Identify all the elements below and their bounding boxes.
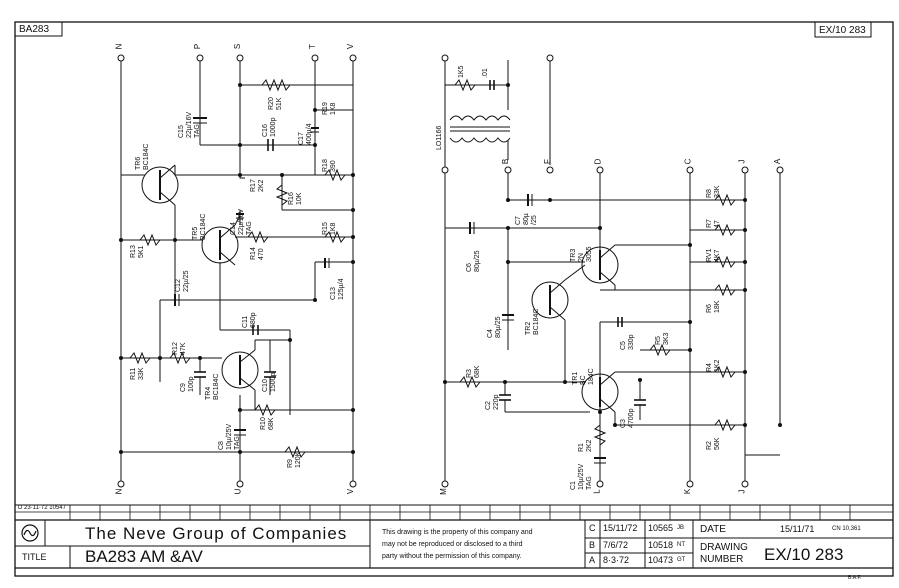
terminal-label: N [114, 488, 124, 495]
component-label-lo1166: LO1166 [436, 125, 443, 150]
drawing-number-label: DRAWING NUMBER [700, 542, 748, 565]
footer-tiny: B.A.F. [848, 575, 862, 581]
terminal-label: C [683, 158, 693, 165]
sheet-code-left: BA283 [19, 24, 50, 35]
terminal-label: J [737, 489, 747, 494]
component-label-c01: .01 [482, 68, 489, 78]
date-value: 15/11/71 [780, 524, 815, 534]
revision-note: D 23·11·72 10547 [18, 505, 66, 511]
component-label-r1k5: 1K5 [458, 65, 465, 78]
terminal-label: V [346, 43, 356, 50]
terminal-label: D [593, 158, 603, 165]
terminal-label: K [683, 488, 693, 495]
terminal-label: V [346, 488, 356, 495]
title-label: TITLE [22, 552, 47, 562]
terminal-label: S [233, 43, 243, 50]
terminal-label: A [773, 158, 783, 165]
sheet-code-right: EX/10 283 [819, 25, 866, 36]
terminal-label: F [542, 159, 552, 164]
revision-row: A 8·3·72 10473 GT [589, 555, 686, 565]
terminal-label: T [307, 44, 317, 49]
terminal-label: J [737, 159, 747, 164]
company-name: The Neve Group of Companies [85, 524, 348, 543]
terminal-label: N [114, 43, 124, 50]
terminal-label: B [501, 158, 511, 165]
revision-row: C 15/11/72 10565 JB [589, 523, 685, 533]
drawing-number-value: EX/10 283 [764, 545, 844, 564]
date-label: DATE [700, 524, 726, 535]
revision-row: B 7/6/72 10518 NT [589, 540, 685, 550]
title-value: BA283 AM &AV [85, 547, 203, 566]
terminal-label: U [233, 488, 243, 495]
terminal-label: P [193, 43, 203, 50]
terminal-label: L [592, 489, 602, 494]
change-number: CN 10,361 [832, 526, 861, 532]
ownership-notice: This drawing is the property of this com… [382, 529, 533, 560]
terminal-label: M [438, 488, 448, 495]
